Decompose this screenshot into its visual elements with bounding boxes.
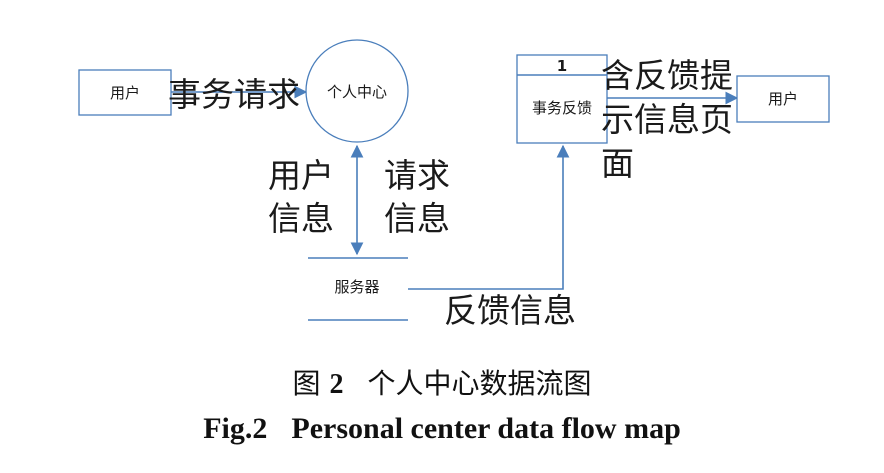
feedback-process-number: 1 [557, 57, 567, 75]
feedback-page-label-line3: 面 [601, 144, 634, 183]
personal-center-label: 个人中心 [327, 83, 387, 101]
caption-en-fig: Fig.2 [203, 412, 268, 445]
caption-en-title: Personal center data flow map [291, 412, 681, 445]
feedback-page-label-line2: 示信息页 [601, 100, 733, 139]
user-entity-right-box [736, 75, 830, 123]
request-info-label-line1: 请求 [384, 156, 450, 195]
user-entity-right-label: 用户 [768, 90, 798, 108]
caption-chinese: 图 2 个人中心数据流图 [0, 362, 884, 402]
caption-cn-title: 个人中心数据流图 [367, 367, 592, 400]
feedback-process-box [516, 54, 608, 144]
feedback-info-label: 反馈信息 [444, 291, 576, 330]
server-store-label: 服务器 [334, 278, 379, 296]
personal-center-process [305, 39, 409, 143]
user-info-label-line2: 信息 [268, 199, 334, 238]
feedback-page-label-line1: 含反馈提 [601, 56, 733, 95]
user-entity-left-label: 用户 [110, 84, 140, 102]
request-flow-label: 事务请求 [168, 75, 300, 114]
caption-english: Fig.2 Personal center data flow map [0, 412, 884, 446]
user-info-label-line1: 用户 [268, 156, 334, 195]
feedback-process-label: 事务反馈 [532, 99, 592, 117]
data-flow-diagram: 用户 事务请求 个人中心 用户 信息 请求 信息 服务器 反馈信息 1 事务反馈… [78, 39, 830, 330]
caption-cn-fig: 图 [292, 367, 321, 400]
user-entity-left-box [78, 69, 172, 116]
feedback-flow-arrow [408, 144, 570, 290]
caption-cn-number: 2 [329, 369, 344, 400]
request-info-label-line2: 信息 [384, 199, 450, 238]
